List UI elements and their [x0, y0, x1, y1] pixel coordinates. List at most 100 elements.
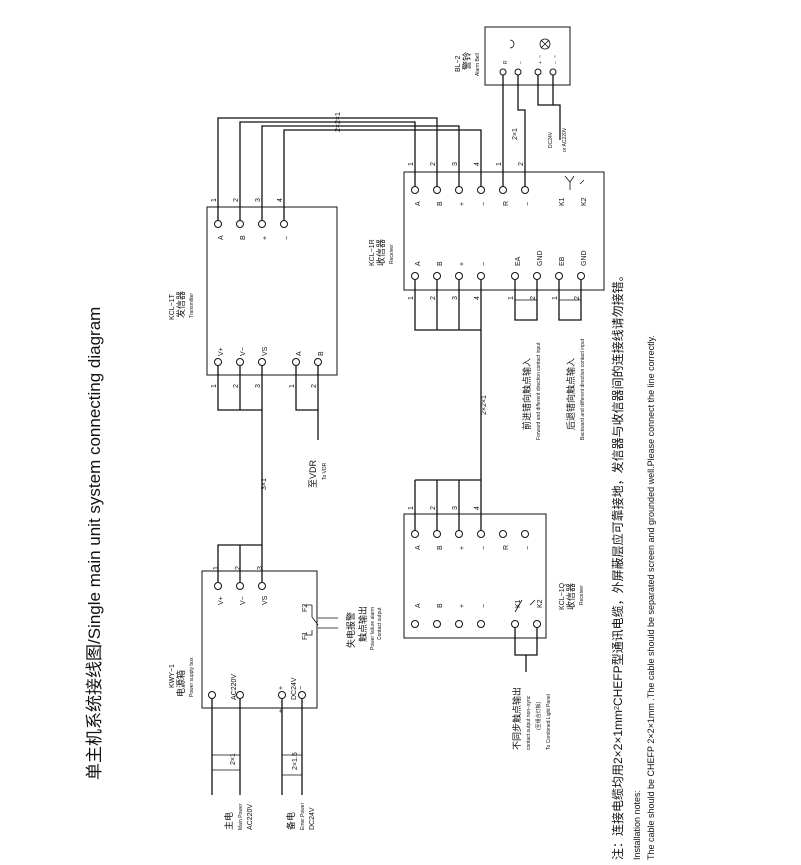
svg-text:V−: V− — [240, 347, 247, 356]
power-fail-label: 失电报警 触点输出 Power failure alarm Contact ou… — [318, 606, 383, 650]
svg-text:K2: K2 — [537, 599, 544, 608]
svg-text:K1: K1 — [515, 599, 522, 608]
svg-text:2: 2 — [233, 384, 240, 388]
svg-text:2: 2 — [233, 198, 240, 202]
svg-text:发信器: 发信器 — [175, 291, 186, 318]
svg-text:DC24V: DC24V — [309, 807, 316, 830]
svg-text:1: 1 — [211, 198, 218, 202]
receiver-r-box: KCL−1R 收信器 Receiver A B + − EA GND EB GN… — [369, 162, 605, 300]
svg-text:~: ~ — [553, 55, 559, 58]
svg-text:1: 1 — [211, 384, 218, 388]
svg-text:or AC220V: or AC220V — [562, 127, 568, 152]
svg-text:VS: VS — [262, 346, 269, 356]
svg-text:A: A — [415, 201, 422, 206]
svg-text:AC220V: AC220V — [231, 674, 238, 700]
svg-text:B: B — [318, 351, 325, 356]
svg-text:4: 4 — [474, 506, 481, 510]
svg-text:−: − — [481, 604, 488, 608]
svg-text:1: 1 — [508, 296, 515, 300]
svg-text:V+: V+ — [218, 596, 225, 605]
emer-plus: + — [278, 686, 285, 690]
main-power: 主电 Main Power AC220V 2×1 — [211, 699, 254, 830]
svg-text:The cable should be CHEFP 2×2×: The cable should be CHEFP 2×2×1mm .The c… — [646, 335, 656, 860]
svg-text:−: − — [525, 202, 532, 206]
svg-text:+: + — [262, 236, 269, 240]
svg-text:VS: VS — [262, 595, 269, 605]
svg-text:2: 2 — [530, 296, 537, 300]
forward-input-label: 前进错向触点输入 Forward and different direction… — [521, 342, 542, 440]
svg-text:Contact output: Contact output — [377, 607, 383, 640]
cable-3x1: 3×1 — [261, 478, 268, 490]
svg-text:4: 4 — [474, 296, 481, 300]
svg-text:−: − — [481, 546, 488, 550]
svg-text:B: B — [437, 603, 444, 608]
svg-text:KCL−1T: KCL−1T — [169, 293, 176, 320]
svg-text:1: 1 — [552, 296, 559, 300]
svg-text:3: 3 — [452, 506, 459, 510]
svg-text:~: ~ — [538, 55, 544, 58]
bell-cable: 2×1 — [512, 128, 519, 140]
receiver-q-box: KCL−1Q 收信器 Receiver A B + − R − 1 2 3 4 … — [403, 506, 585, 639]
svg-text:(至组合灯板): (至组合灯板) — [535, 701, 542, 730]
svg-text:电源箱: 电源箱 — [175, 670, 186, 697]
svg-text:失电报警: 失电报警 — [345, 612, 356, 648]
svg-text:+: + — [459, 202, 466, 206]
svg-text:A: A — [415, 603, 422, 608]
svg-text:V−: V− — [240, 596, 247, 605]
nonsync-label: 不同步触点输出 contact output non−sync (至组合灯板) … — [511, 687, 552, 750]
svg-text:R: R — [503, 201, 510, 206]
svg-text:前进错向触点输入: 前进错向触点输入 — [521, 358, 532, 430]
svg-text:2: 2 — [574, 296, 581, 300]
svg-text:警铃: 警铃 — [461, 52, 472, 70]
svg-text:1: 1 — [408, 506, 415, 510]
svg-text:K1: K1 — [559, 197, 566, 206]
svg-text:2: 2 — [311, 384, 318, 388]
svg-text:−: − — [284, 236, 291, 240]
svg-text:Transmitter: Transmitter — [189, 293, 195, 318]
svg-text:+: + — [538, 61, 544, 64]
svg-text:A: A — [296, 351, 303, 356]
svg-text:Emer.Power: Emer.Power — [300, 802, 306, 830]
emer-minus: − — [298, 686, 305, 690]
svg-text:K2: K2 — [581, 197, 588, 206]
svg-text:1: 1 — [408, 296, 415, 300]
svg-text:B: B — [437, 201, 444, 206]
svg-text:3: 3 — [257, 566, 264, 570]
svg-text:To Combined Light Panel: To Combined Light Panel — [546, 694, 552, 750]
transmitter-box: KCL−1T 发信器 Transmitter V+ V− VS A B 1 2 … — [169, 198, 338, 388]
svg-text:V+: V+ — [218, 347, 225, 356]
svg-text:BL−2: BL−2 — [455, 55, 462, 72]
svg-text:4: 4 — [474, 162, 481, 166]
cable-2x2x1: 2×2×1 — [481, 395, 488, 415]
svg-text:B: B — [240, 235, 247, 240]
svg-text:2: 2 — [430, 506, 437, 510]
svg-text:−: − — [518, 61, 524, 64]
svg-text:1: 1 — [408, 162, 415, 166]
svg-text:Backward and different directi: Backward and different direction contact… — [580, 338, 586, 440]
svg-text:B: B — [437, 261, 444, 266]
svg-text:B: B — [437, 545, 444, 550]
svg-text:收信器: 收信器 — [565, 583, 576, 610]
svg-text:A: A — [415, 261, 422, 266]
svg-text:−: − — [525, 546, 532, 550]
svg-text:触点输出: 触点输出 — [357, 606, 368, 642]
svg-text:3: 3 — [452, 162, 459, 166]
svg-text:2×1.5: 2×1.5 — [292, 752, 299, 770]
svg-text:A: A — [415, 545, 422, 550]
emer-power: 备电 Emer.Power DC24V 2×1.5 — [281, 699, 316, 830]
svg-text:GND: GND — [581, 250, 588, 266]
vdr-label: 至VDR To VDR — [308, 459, 328, 488]
svg-text:2: 2 — [518, 162, 525, 166]
svg-text:KCL−1Q: KCL−1Q — [559, 582, 566, 610]
power-supply-box: KWY−1 电源箱 Power supply box AC220V DC24V … — [169, 566, 319, 709]
svg-text:不同步触点输出: 不同步触点输出 — [511, 687, 522, 750]
cable-top-2x2x1: 2×2×1 — [335, 112, 342, 132]
svg-text:2: 2 — [430, 296, 437, 300]
svg-text:收信器: 收信器 — [375, 239, 386, 266]
svg-text:F2: F2 — [302, 604, 309, 612]
svg-text:主电: 主电 — [223, 812, 234, 830]
svg-text:EB: EB — [559, 256, 566, 266]
svg-text:Receiver: Receiver — [389, 244, 395, 264]
svg-text:A: A — [218, 235, 225, 240]
